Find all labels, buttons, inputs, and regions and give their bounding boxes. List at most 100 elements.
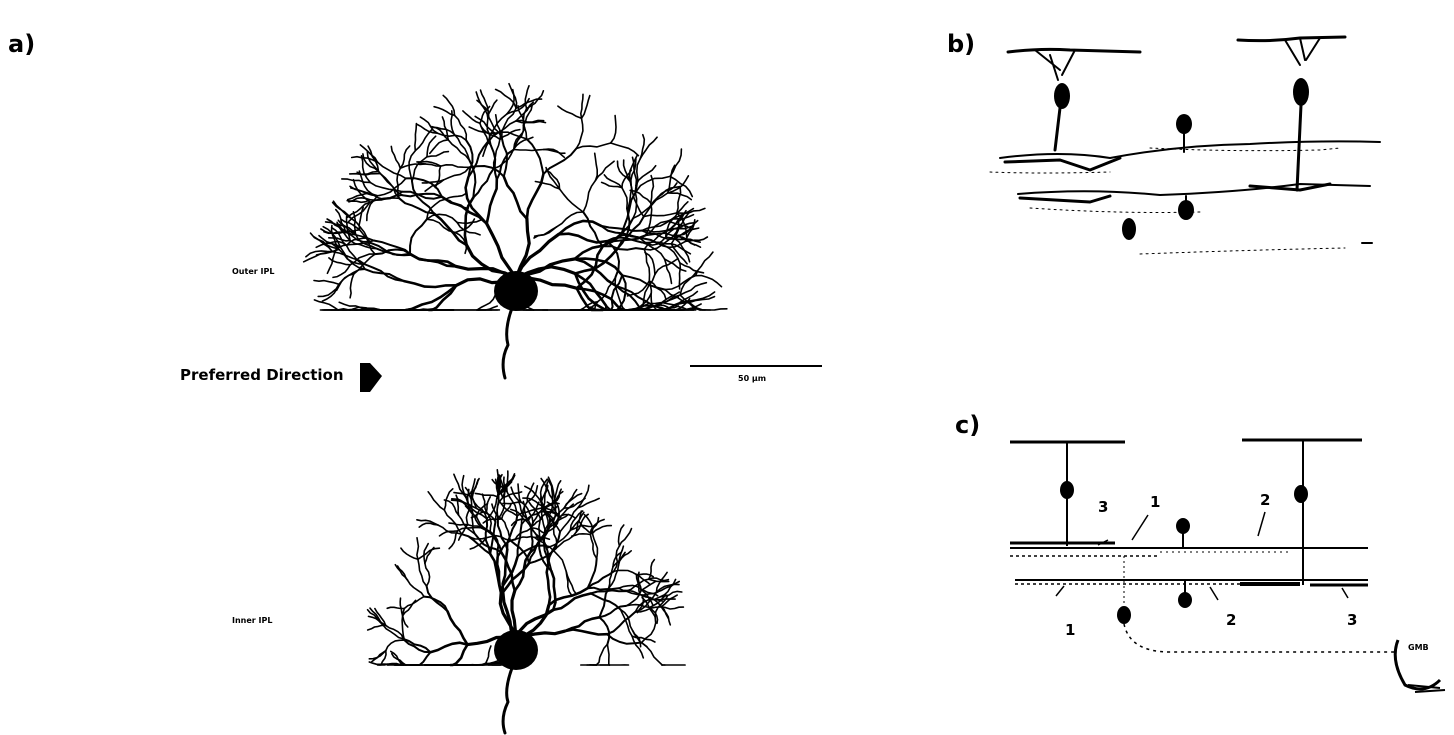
dendrite: [589, 592, 622, 611]
dendrite: [534, 180, 561, 190]
dendrite: [491, 503, 503, 520]
inner-ipl-label: Inner IPL: [232, 616, 272, 625]
dendrite: [366, 624, 387, 631]
dendrite: [586, 570, 615, 590]
dendrite: [364, 268, 406, 283]
dendrite: [669, 175, 694, 198]
dendrite: [668, 209, 687, 231]
outer-ipl-label: Outer IPL: [232, 267, 274, 276]
dendrite: [453, 133, 471, 162]
dendrite: [583, 513, 594, 535]
dendrite: [606, 610, 637, 636]
dendrite: [569, 511, 585, 531]
dendrite: [417, 161, 442, 167]
dendrite: [525, 137, 545, 175]
dendrite: [522, 104, 533, 127]
dendrite: [532, 504, 552, 524]
dendrite: [663, 258, 687, 272]
dendrite: [495, 148, 515, 181]
dendrite: [401, 192, 443, 198]
dendrite: [456, 526, 483, 532]
dendrite: [328, 237, 351, 242]
outer-soma: [494, 271, 538, 311]
dendrite: [641, 236, 667, 246]
dendrite: [559, 507, 579, 533]
dendrite: [565, 570, 573, 597]
dendrite: [442, 94, 456, 117]
dendrite: [648, 594, 667, 609]
dendrite: [682, 291, 716, 304]
dendrite: [615, 284, 654, 307]
dendrite: [640, 615, 657, 644]
dendrite: [416, 123, 439, 134]
dendrite: [553, 480, 562, 501]
dendrite: [467, 506, 483, 529]
dendrite: [617, 545, 625, 566]
dendrite: [358, 229, 376, 255]
dendrite: [577, 484, 590, 509]
dendrite: [492, 138, 501, 170]
dendrite: [543, 148, 566, 155]
dendrite: [664, 236, 686, 241]
dendrite: [424, 546, 435, 564]
dendrite: [335, 208, 347, 233]
dendrite: [548, 529, 572, 548]
dendrite: [563, 492, 583, 509]
dendrite: [657, 242, 681, 264]
dendrite: [612, 551, 623, 568]
dendrite: [539, 505, 558, 519]
dendrite: [644, 251, 656, 276]
dendrite: [386, 606, 406, 610]
dendrite: [350, 217, 372, 244]
dendrite: [402, 279, 458, 289]
dendrite: [542, 506, 561, 533]
dendrite: [679, 281, 708, 296]
dendrite: [513, 124, 525, 151]
dendrite: [522, 497, 545, 508]
dendrite: [648, 280, 667, 301]
dendrite: [401, 190, 443, 200]
dendrite: [398, 197, 435, 215]
dendrite: [570, 533, 592, 537]
dendrite: [676, 207, 706, 214]
outer-ipl-neuron: [302, 82, 728, 380]
outer-axon: [501, 306, 514, 380]
dendrite: [443, 488, 454, 511]
dendrite: [479, 89, 489, 112]
dendrite: [639, 133, 646, 160]
dendrite: [338, 224, 361, 233]
dendrite: [427, 491, 446, 511]
dendrite: [476, 294, 497, 311]
dendrite: [573, 247, 619, 275]
dendrite: [606, 643, 611, 666]
dendrite: [366, 195, 379, 222]
dendrite: [494, 478, 504, 499]
panel-c-number-2-bottom: 2: [1226, 611, 1236, 629]
dendrite: [376, 177, 407, 197]
dendrite: [617, 587, 643, 597]
dendrite: [603, 174, 623, 189]
dendrite: [600, 224, 643, 232]
dendrite: [640, 218, 673, 232]
dendrite: [669, 148, 683, 178]
dendrite: [335, 242, 372, 250]
dendrite: [676, 187, 682, 214]
dendrite: [313, 299, 339, 311]
dendrite: [416, 160, 442, 167]
dendrite: [664, 288, 697, 309]
dendrite: [322, 225, 342, 249]
dendrite: [474, 533, 503, 554]
dendrite: [426, 150, 450, 158]
dendrite: [642, 192, 669, 218]
dendrite: [386, 662, 412, 666]
dendrite: [472, 167, 495, 199]
panel-b-drawing: [989, 35, 1381, 255]
dendrite: [525, 172, 545, 220]
dendrite: [547, 530, 562, 566]
dendrite: [630, 184, 645, 218]
dendrite: [433, 105, 456, 117]
panel-c-schematic: [1010, 438, 1446, 693]
dendrite: [425, 585, 449, 613]
dendrite: [550, 569, 557, 612]
dendrite: [524, 85, 530, 110]
